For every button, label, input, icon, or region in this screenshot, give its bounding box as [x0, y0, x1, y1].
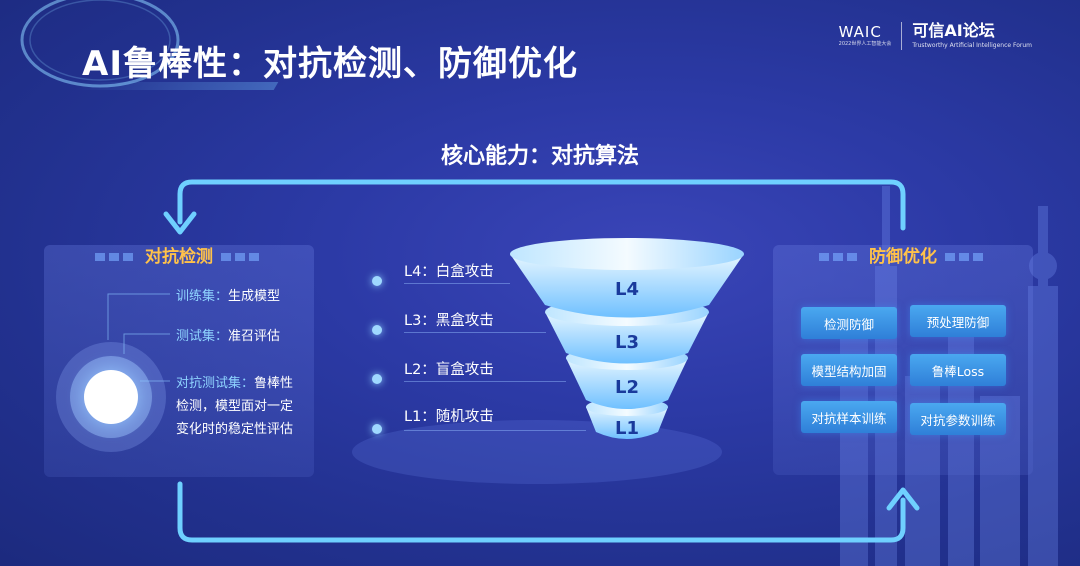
level-label-l3: L3：黑盒攻击: [404, 313, 494, 329]
funnel-label-l3: L3: [615, 332, 639, 353]
funnel-label-l1: L1: [615, 418, 639, 439]
forum-name: 可信AI论坛 Trustworthy Artificial Intelligen…: [912, 23, 1032, 49]
adversarial-test-text: 鲁棒性: [254, 376, 294, 391]
bottom-arrow-head: [886, 487, 920, 511]
test-set-key: 测试集：: [176, 329, 229, 344]
test-set-text: 准召评估: [228, 329, 281, 344]
heading-dash-left: [95, 253, 137, 261]
waic-mark: WAIC: [838, 23, 882, 41]
adversarial-test-set-label: 对抗测试集：鲁棒性 检测，模型面对一定 变化时的稳定性评估: [176, 372, 293, 441]
level-label-l2: L2：盲盒攻击: [404, 362, 494, 378]
train-set-text: 生成模型: [228, 289, 281, 304]
adversarial-param-training-button[interactable]: 对抗参数训练: [910, 403, 1006, 435]
funnel-tier-l4-top: [510, 238, 744, 270]
funnel-tier-l2: [566, 358, 688, 409]
defense-heading: 防御优化: [773, 242, 1033, 267]
target-circle-core: [84, 370, 138, 424]
level-label-l4: L4：白盒攻击: [404, 264, 494, 280]
level-line-l4: [404, 283, 510, 284]
preprocess-defense-button[interactable]: 预处理防御: [910, 305, 1006, 337]
detection-heading-text: 对抗检测: [145, 247, 213, 267]
funnel-label-l2: L2: [615, 377, 639, 398]
adversarial-test-line2: 检测，模型面对一定: [176, 399, 294, 414]
detection-heading: 对抗检测: [44, 242, 314, 267]
logo-divider: [901, 22, 903, 50]
funnel-tier-l4: [510, 254, 744, 318]
waic-logo: WAIC 2022世界人工智能大会: [839, 25, 892, 47]
waic-subtitle: 2022世界人工智能大会: [838, 41, 892, 47]
funnel-tier-l1: [586, 407, 668, 439]
level-line-l1: [404, 430, 586, 431]
model-hardening-button[interactable]: 模型结构加固: [801, 354, 897, 386]
top-cycle-arrow: [177, 179, 906, 231]
funnel-tier-l3: [545, 312, 709, 364]
heading-dash-right: [945, 253, 987, 261]
leader-line-test: [123, 333, 170, 354]
heading-dash-right: [221, 253, 263, 261]
level-dot-l1: [372, 424, 382, 434]
adversarial-test-key: 对抗测试集：: [176, 376, 255, 391]
defense-heading-text: 防御优化: [869, 247, 937, 267]
level-dot-l2: [372, 374, 382, 384]
train-set-label: 训练集：生成模型: [176, 285, 280, 304]
page-title: AI鲁棒性：对抗检测、防御优化: [82, 44, 578, 84]
forum-name-en: Trustworthy Artificial Intelligence Foru…: [912, 42, 1032, 49]
level-line-l2: [404, 381, 566, 382]
adversarial-test-line3: 变化时的稳定性评估: [176, 422, 294, 437]
bottom-cycle-arrow: [177, 481, 906, 543]
ring-decoration: [20, 0, 180, 88]
funnel-label-l4: L4: [615, 279, 639, 300]
detection-defense-button[interactable]: 检测防御: [801, 307, 897, 339]
test-set-label: 测试集：准召评估: [176, 325, 280, 344]
train-set-key: 训练集：: [176, 289, 229, 304]
adversarial-sample-training-button[interactable]: 对抗样本训练: [801, 401, 897, 433]
top-arrow-head: [163, 211, 197, 235]
level-label-l1: L1：随机攻击: [404, 409, 494, 425]
forum-logo: WAIC 2022世界人工智能大会 可信AI论坛 Trustworthy Art…: [839, 20, 1032, 52]
robust-loss-button[interactable]: 鲁棒Loss: [910, 354, 1006, 386]
core-capability-title: 核心能力：对抗算法: [440, 144, 639, 169]
heading-dash-left: [819, 253, 861, 261]
level-dot-l4: [372, 276, 382, 286]
level-line-l3: [404, 332, 546, 333]
detection-panel: 对抗检测: [44, 245, 314, 477]
level-dot-l3: [372, 325, 382, 335]
forum-name-cn: 可信AI论坛: [912, 21, 995, 40]
leader-line-train: [107, 293, 170, 340]
